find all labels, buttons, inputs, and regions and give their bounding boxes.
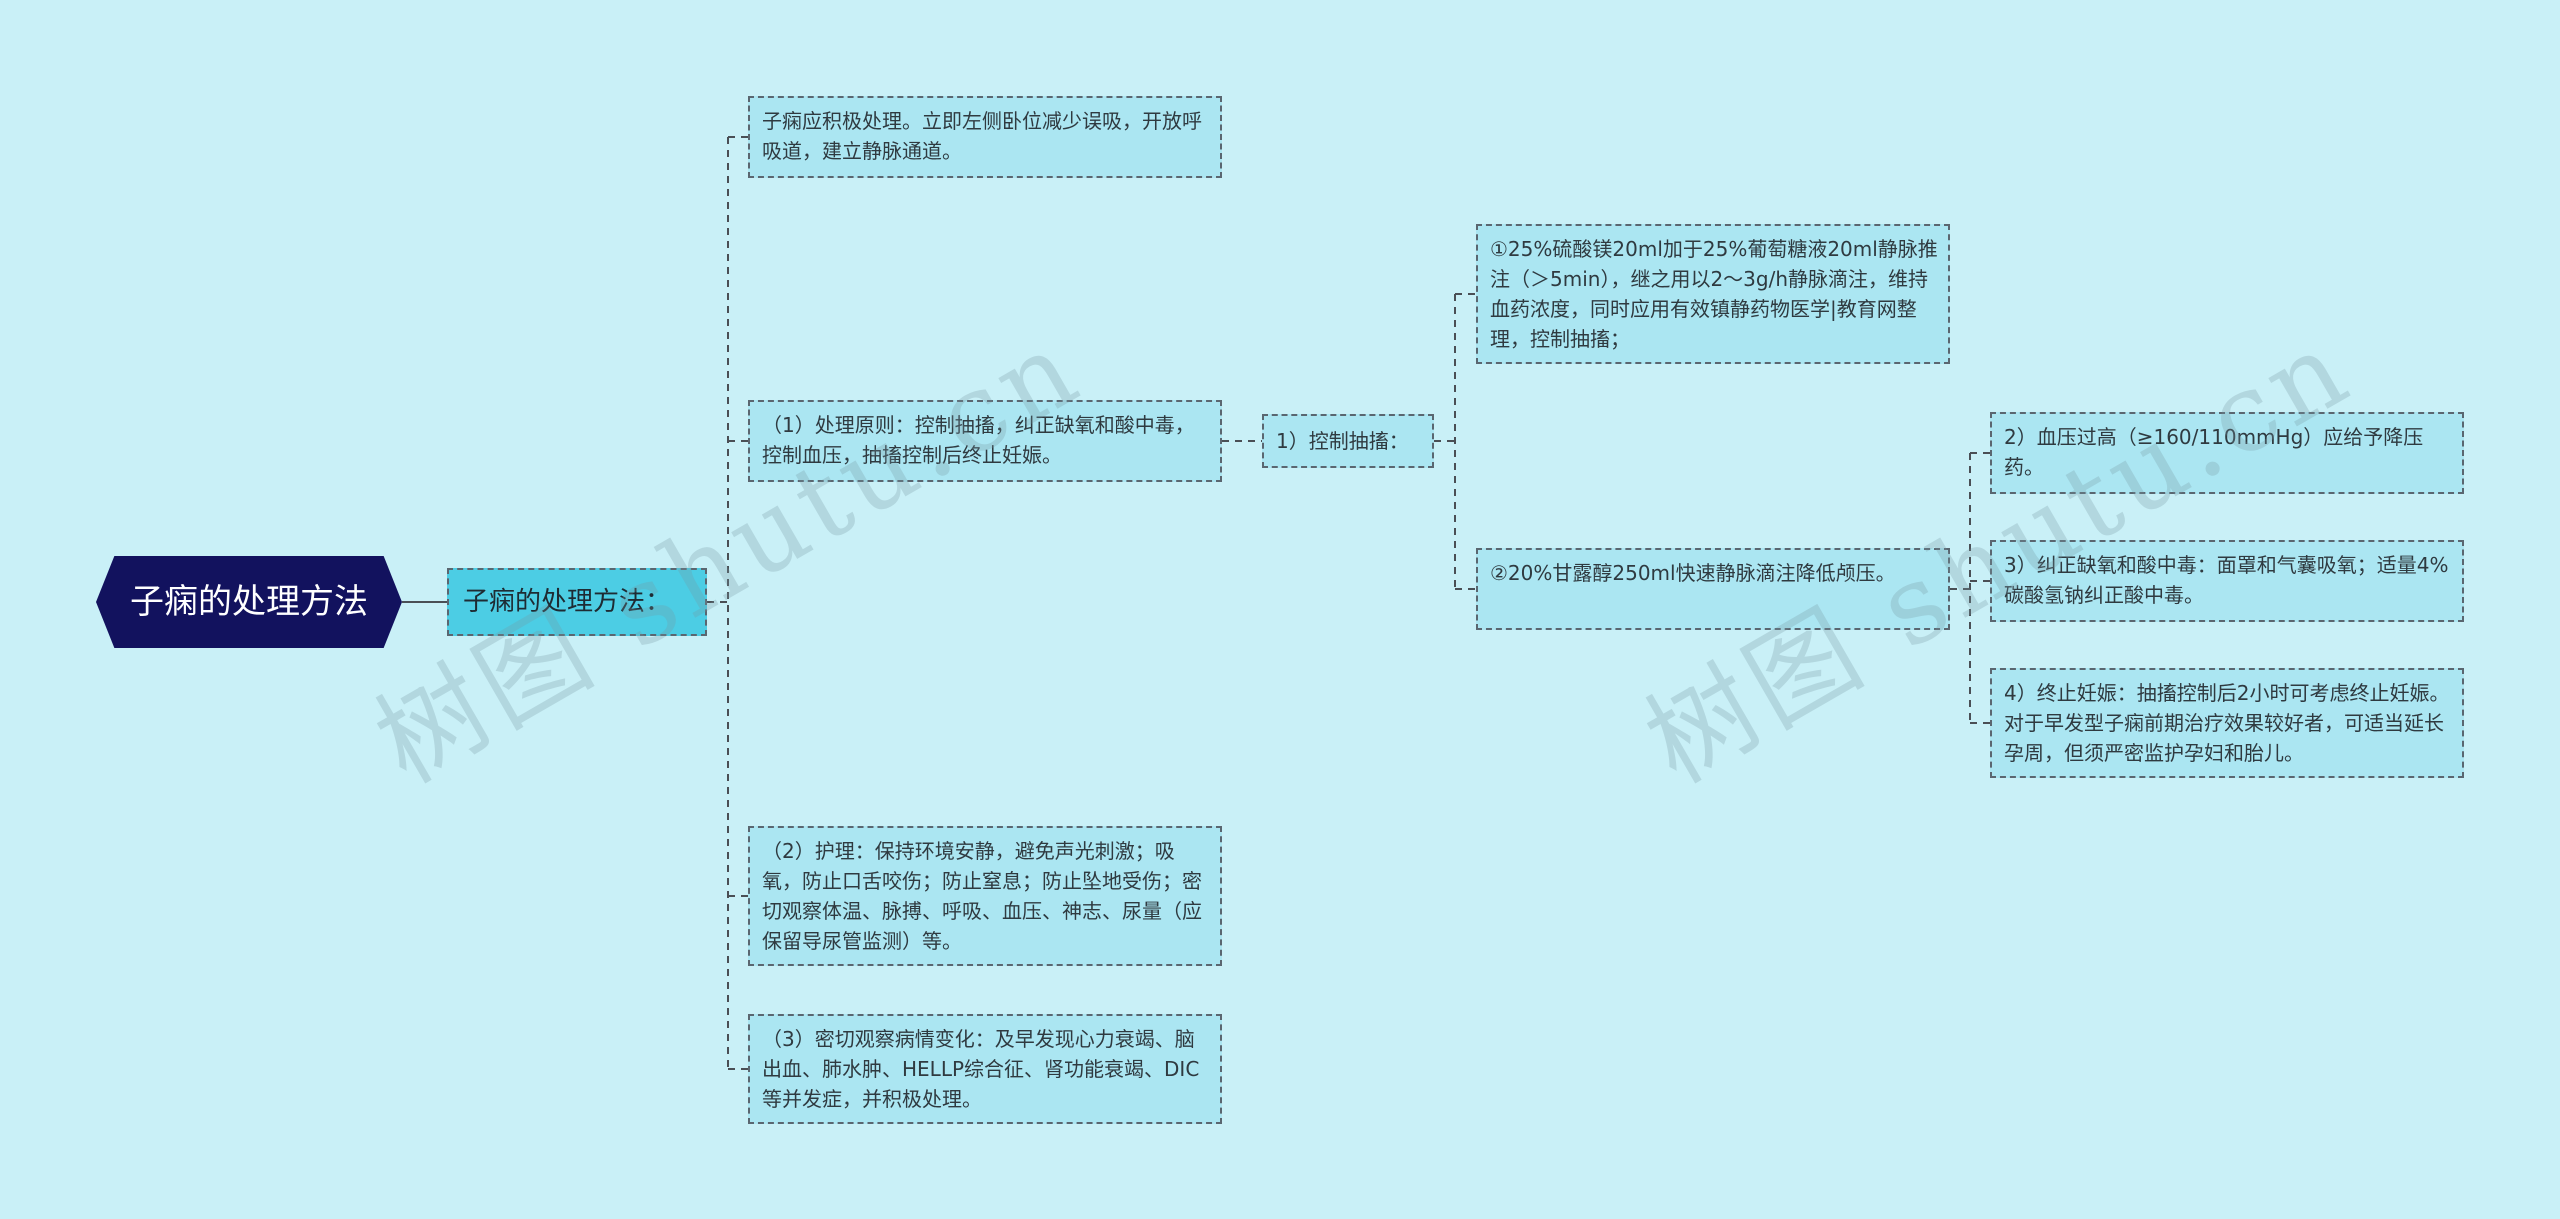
nursing-care-node[interactable]: （2）护理：保持环境安静，避免声光刺激；吸氧，防止口舌咬伤；防止窒息；防止坠地受…	[748, 826, 1222, 966]
first-aid-node[interactable]: 子痫应积极处理。立即左侧卧位减少误吸，开放呼吸道，建立静脉通道。	[748, 96, 1222, 178]
treatment-principle-node[interactable]: （1）处理原则：控制抽搐，纠正缺氧和酸中毒，控制血压，抽搐控制后终止妊娠。	[748, 400, 1222, 482]
terminate-pregnancy-node[interactable]: 4）终止妊娠：抽搐控制后2小时可考虑终止妊娠。对于早发型子痫前期治疗效果较好者，…	[1990, 668, 2464, 778]
root-topic-node[interactable]: 子痫的处理方法	[96, 556, 402, 648]
control-convulsion-node[interactable]: 1）控制抽搐：	[1262, 414, 1434, 468]
mannitol-node[interactable]: ②20%甘露醇250ml快速静脉滴注降低颅压。	[1476, 548, 1950, 630]
observation-node[interactable]: （3）密切观察病情变化：及早发现心力衰竭、脑出血、肺水肿、HELLP综合征、肾功…	[748, 1014, 1222, 1124]
acidosis-correction-node[interactable]: 3）纠正缺氧和酸中毒：面罩和气囊吸氧；适量4%碳酸氢钠纠正酸中毒。	[1990, 540, 2464, 622]
blood-pressure-node[interactable]: 2）血压过高（≥160/110mmHg）应给予降压药。	[1990, 412, 2464, 494]
magnesium-sulfate-node[interactable]: ①25%硫酸镁20ml加于25%葡萄糖液20ml静脉推注（＞5min），继之用以…	[1476, 224, 1950, 364]
level1-topic-node[interactable]: 子痫的处理方法：	[447, 568, 707, 636]
